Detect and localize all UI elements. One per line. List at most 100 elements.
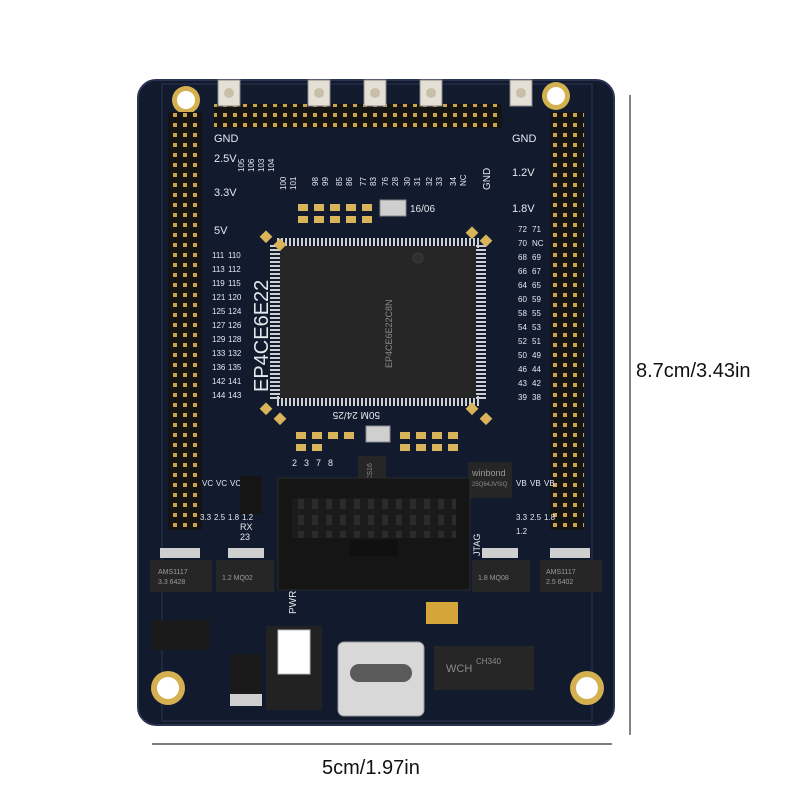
right-bottom-label: 3.3	[516, 513, 528, 522]
left-pin-number: 125	[212, 307, 226, 316]
uart-header	[240, 476, 262, 514]
top-gnd-label: GND	[482, 168, 493, 190]
right-bottom-label: 2.5	[530, 513, 542, 522]
jumper-number: 8	[328, 458, 333, 468]
left-pin-number: 135	[228, 363, 242, 372]
config-chip-label: EPCS16	[367, 463, 374, 490]
bridge-rectifier	[152, 620, 210, 650]
regulator-left-label: AMS1117	[158, 569, 188, 576]
top-pin-number: 100	[279, 176, 288, 190]
top-pin-number: 101	[289, 176, 298, 190]
jumper-number: 2	[292, 458, 297, 468]
left-power-label-3v3: 3.3V	[214, 187, 237, 199]
right-pin-number: 70	[518, 239, 527, 248]
smd-components	[296, 204, 458, 451]
top-pin-number: 32	[425, 177, 434, 186]
regulator-r2: 1.8 MQ08	[472, 548, 530, 592]
left-bottom-label: VC	[230, 479, 241, 488]
crystal-top	[379, 199, 407, 217]
top-pin-numbers: 105 106 103 104 100 101 98 99 85 86 77 8…	[237, 158, 468, 190]
top-pin-number: 85	[335, 177, 344, 186]
left-pin-number: 119	[212, 279, 225, 288]
top-silk-label: 16/06	[410, 204, 435, 215]
left-pin-number: 129	[212, 335, 226, 344]
jumper-number: 7	[316, 458, 321, 468]
mounting-hole-bottom-right	[570, 671, 604, 705]
top-button-1	[217, 79, 241, 107]
left-pin-number: 120	[228, 293, 242, 302]
top-pin-number: 34	[449, 177, 458, 186]
crystal-label: 50M 24/25	[332, 409, 380, 420]
usb-c-connector	[337, 641, 425, 717]
top-pin-number: 106	[247, 158, 256, 172]
right-pin-number: 51	[532, 337, 541, 346]
fpga-chip-part: EP4CE6E22C8N	[384, 299, 394, 368]
jtag-header	[277, 477, 471, 591]
left-bottom-label: 1.2	[242, 513, 254, 522]
right-pin-number: 58	[518, 309, 527, 318]
right-pin-number: 67	[532, 267, 541, 276]
top-button-4	[419, 79, 443, 107]
tantalum-cap	[426, 602, 458, 624]
right-pin-number: 55	[532, 309, 541, 318]
right-bottom-label: 1.2	[516, 527, 528, 536]
right-pin-number: 39	[518, 393, 527, 402]
jumper-numbers: 2 3 7 8	[292, 458, 333, 468]
top-pin-number: 83	[369, 177, 378, 186]
right-pin-number: NC	[532, 239, 544, 248]
usb-serial-chip: WCH CH340	[434, 646, 534, 690]
regulator-left: AMS1117 3.3 6428	[150, 548, 212, 592]
uart-label-23: 23	[240, 532, 250, 542]
top-pin-number: 77	[359, 177, 368, 186]
left-pin-number: 111	[212, 251, 225, 260]
left-bottom-label: 1.8	[228, 513, 240, 522]
diode-band	[230, 694, 262, 706]
right-pin-number: 38	[532, 393, 541, 402]
top-pin-header	[214, 104, 502, 128]
top-pin-number: 98	[311, 177, 320, 186]
top-pin-number: 76	[381, 177, 390, 186]
pwr-label: PWR	[288, 591, 299, 614]
right-power-label-1v8: 1.8V	[512, 203, 535, 215]
left-pin-header-inner	[192, 112, 202, 530]
right-power-labels: GND 1.2V 1.8V	[512, 133, 537, 215]
top-pin-number: NC	[459, 174, 468, 186]
right-bottom-label: VB	[544, 479, 555, 488]
top-button-5	[509, 79, 533, 107]
right-pin-number: 54	[518, 323, 527, 332]
left-pin-number: 136	[212, 363, 226, 372]
uart-label-rx: RX	[240, 522, 253, 532]
regulator-mid-value: 1.2 MQ02	[222, 575, 253, 582]
regulator-right-value: 2.5 6402	[546, 579, 573, 586]
right-bottom-labels: VB VB VB 3.3 2.5 1.8 1.2	[516, 479, 556, 536]
right-pin-number: 59	[532, 295, 541, 304]
right-pin-header-inner	[550, 112, 560, 530]
top-button-3	[363, 79, 387, 107]
jtag-label: JTAG	[472, 534, 482, 556]
mounting-hole-top-right	[542, 82, 570, 110]
jumper-number: 3	[304, 458, 309, 468]
left-pin-number: 113	[212, 265, 225, 274]
right-pin-number: 71	[532, 225, 541, 234]
left-power-label-gnd: GND	[214, 133, 239, 145]
right-pin-number: 69	[532, 253, 541, 262]
right-pin-header	[560, 112, 584, 530]
board-chip-marking: EP4CE6E22	[251, 280, 273, 392]
top-pin-number: 99	[321, 177, 330, 186]
left-bottom-labels: VC VC VC 3.3 2.5 1.8 1.2	[200, 479, 254, 522]
right-pin-numbers: 72 71 70 NC 68 69 66 67 64 65 60 59 58 5…	[518, 225, 544, 402]
left-power-labels: GND 2.5V 3.3V 5V	[214, 133, 239, 237]
left-pin-number: 121	[212, 293, 226, 302]
right-bottom-label: VB	[516, 479, 527, 488]
left-pin-number: 128	[228, 335, 242, 344]
right-pin-number: 50	[518, 351, 527, 360]
top-pin-number: 30	[403, 177, 412, 186]
right-pin-number: 53	[532, 323, 541, 332]
height-dimension-label: 8.7cm/3.43in	[636, 360, 751, 382]
left-pin-number: 142	[212, 377, 226, 386]
fpga-chip: EP4CE6E22C8N	[270, 238, 486, 406]
regulator-right: AMS1117 2.5 6402	[540, 548, 602, 592]
right-pin-number: 60	[518, 295, 527, 304]
left-pin-number: 141	[228, 377, 242, 386]
top-button-2	[307, 79, 331, 107]
